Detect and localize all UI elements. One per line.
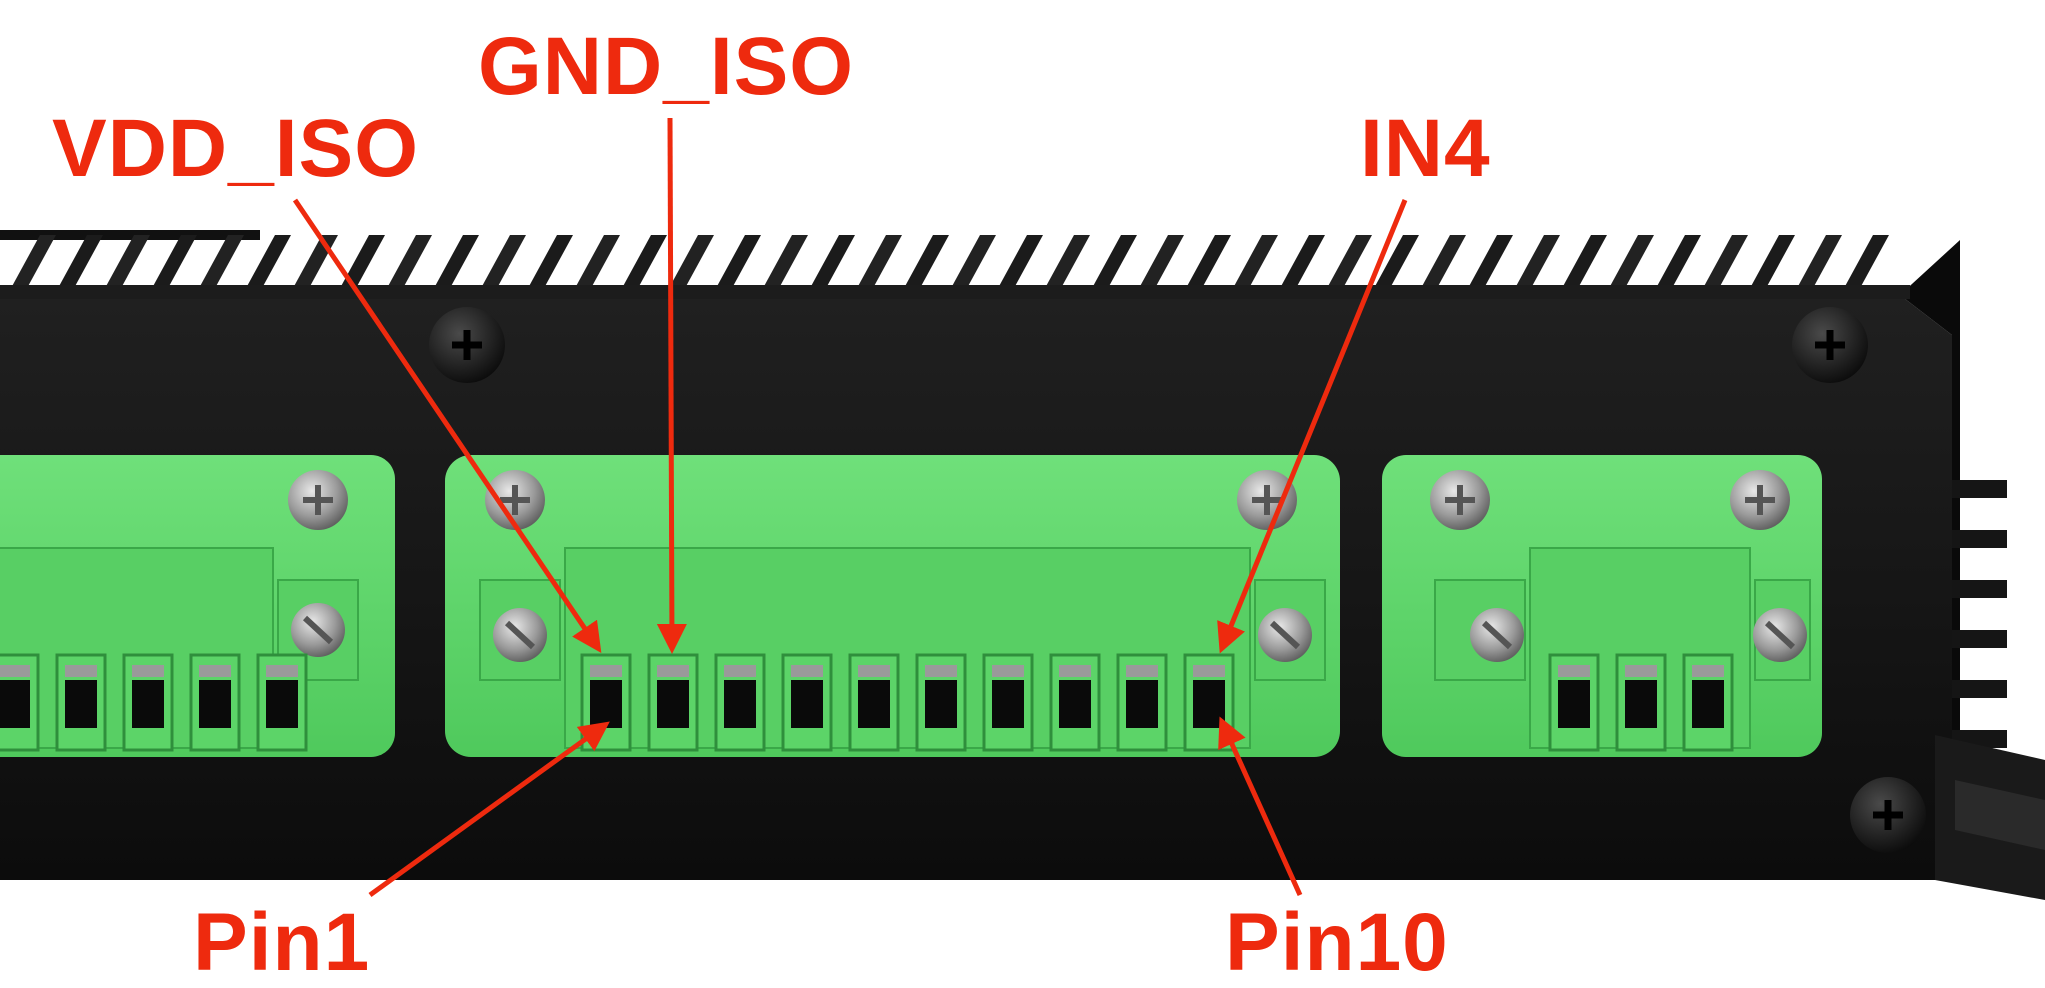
heatsink-fin [1514, 235, 1560, 290]
terminal-pin [122, 653, 174, 752]
heatsink-fin [1091, 235, 1137, 290]
heatsink-fin [856, 235, 902, 290]
side-fin [1952, 530, 2007, 548]
heatsink-fin [715, 235, 761, 290]
terminal-pin [1548, 653, 1600, 752]
heatsink-fin [480, 235, 526, 290]
heatsink-fin [903, 235, 949, 290]
heatsink-fin [10, 235, 56, 290]
label-pin1: Pin1 [193, 897, 371, 988]
side-fin [1952, 480, 2007, 498]
heatsink-fin [1608, 235, 1654, 290]
heatsink-fin [1138, 235, 1184, 290]
heatsink-fin [762, 235, 808, 290]
heatsink-fin [339, 235, 385, 290]
terminal-pin [0, 653, 40, 752]
heatsink-fin [104, 235, 150, 290]
screw-icon [1430, 470, 1490, 530]
screw-icon [1258, 608, 1312, 662]
label-vdd-iso: VDD_ISO [52, 103, 419, 194]
label-gnd-iso: GND_ISO [478, 21, 855, 112]
arrow-gnd-iso [656, 117, 687, 654]
connector-block-middle [445, 455, 1340, 757]
heatsink-fin [809, 235, 855, 290]
side-fin [1952, 630, 2007, 648]
screw-icon [493, 608, 547, 662]
heatsink-fin [668, 235, 714, 290]
terminal-pin [982, 653, 1034, 752]
heatsink-fin [1796, 235, 1842, 290]
heatsink-fin [1702, 235, 1748, 290]
heatsink-fin [527, 235, 573, 290]
heatsink-fin [1185, 235, 1231, 290]
heatsink-fin [1420, 235, 1466, 290]
terminal-pin [714, 653, 766, 752]
heatsink-fin [1749, 235, 1795, 290]
heatsink-fin [950, 235, 996, 290]
heatsink-fin [621, 235, 667, 290]
heatsink-fin [1561, 235, 1607, 290]
arrow-pin1 [368, 721, 610, 898]
enclosure-screw-top-left [429, 307, 505, 383]
heatsink-fin [245, 235, 291, 290]
heatsink-fin [1326, 235, 1372, 290]
terminal-pin [915, 653, 967, 752]
terminal-pin [848, 653, 900, 752]
annotation-arrows [292, 117, 1408, 898]
arrow-vdd-iso [292, 198, 602, 653]
heatsink-fin [1044, 235, 1090, 290]
terminal-pin [647, 653, 699, 752]
terminal-pin [781, 653, 833, 752]
screw-icon [1753, 608, 1807, 662]
terminal-pin [1682, 653, 1734, 752]
label-in4: IN4 [1360, 103, 1491, 194]
terminal-pin [1615, 653, 1667, 752]
label-pin10: Pin10 [1225, 897, 1449, 988]
screw-icon [1237, 470, 1297, 530]
connector-block-right [1382, 455, 1822, 757]
heatsink-fin [151, 235, 197, 290]
screw-icon [1730, 470, 1790, 530]
screw-icon [291, 603, 345, 657]
side-fin [1952, 680, 2007, 698]
screw-icon [288, 470, 348, 530]
arrow-in4 [1217, 199, 1408, 654]
enclosure-screw-bottom-right [1850, 777, 1926, 853]
heatsink-fins [0, 230, 1889, 290]
heatsink-fin [997, 235, 1043, 290]
heatsink-fin [1232, 235, 1278, 290]
side-fin [1952, 580, 2007, 598]
heatsink-fin [386, 235, 432, 290]
arrow-pin10 [1218, 716, 1303, 897]
heatsink-fin [1655, 235, 1701, 290]
heatsink-fin [1843, 235, 1889, 290]
heatsink-fin [292, 235, 338, 290]
heatsink-fin [1467, 235, 1513, 290]
heatsink-fin [198, 235, 244, 290]
terminal-pin [1116, 653, 1168, 752]
enclosure-screw-top-right [1792, 307, 1868, 383]
heatsink-fin [433, 235, 479, 290]
screw-icon [1470, 608, 1524, 662]
connector-block-left [0, 455, 395, 757]
heatsink-fin [574, 235, 620, 290]
terminal-pin [55, 653, 107, 752]
heatsink-fin [57, 235, 103, 290]
terminal-pin [1049, 653, 1101, 752]
terminal-pin [189, 653, 241, 752]
heatsink-fin [1279, 235, 1325, 290]
terminal-pin [256, 653, 308, 752]
heatsink-fin [1373, 235, 1419, 290]
screw-icon [485, 470, 545, 530]
